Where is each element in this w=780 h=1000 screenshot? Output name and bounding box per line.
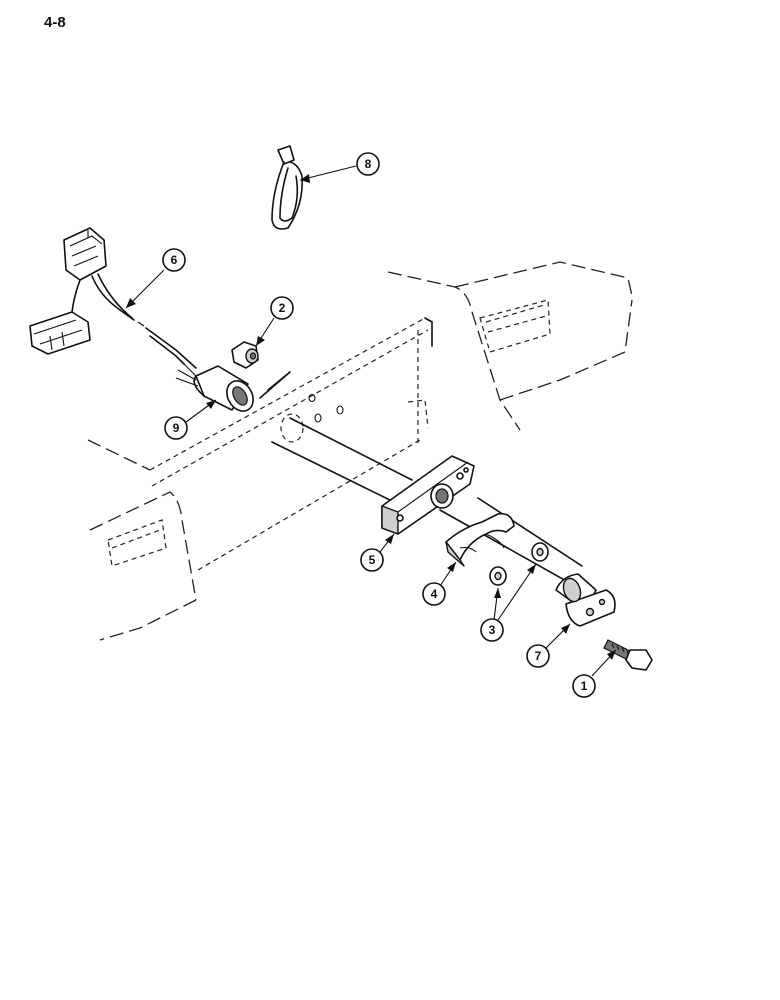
callout-3-label: 3 bbox=[489, 623, 496, 637]
nut bbox=[231, 341, 259, 369]
callout-2-circle bbox=[270, 296, 294, 320]
wiring-harness bbox=[29, 227, 197, 369]
callout-6-label: 6 bbox=[171, 253, 178, 267]
callout-7-circle bbox=[526, 644, 550, 668]
strap bbox=[271, 145, 304, 230]
assembly-axis-lines bbox=[259, 371, 601, 601]
bolt bbox=[603, 639, 653, 671]
callout-4-label: 4 bbox=[431, 587, 438, 601]
page-number: 4-8 bbox=[44, 14, 66, 31]
washers bbox=[489, 542, 549, 586]
connector-sleeve bbox=[175, 361, 254, 412]
clamp bbox=[445, 512, 515, 567]
callout-8-label: 8 bbox=[365, 157, 372, 171]
callouts: 8 6 2 9 5 4 3 7 bbox=[125, 152, 617, 698]
callout-5-label: 5 bbox=[369, 553, 376, 567]
callout-6-circle bbox=[162, 248, 186, 272]
callout-2-label: 2 bbox=[279, 301, 286, 315]
callout-8-circle bbox=[356, 152, 380, 176]
sensor-body bbox=[555, 573, 616, 627]
mounting-plate bbox=[381, 455, 475, 535]
callout-9-circle bbox=[164, 416, 188, 440]
callout-3-circle bbox=[480, 618, 504, 642]
callout-9-label: 9 bbox=[173, 421, 180, 435]
callout-5-circle bbox=[360, 548, 384, 572]
callout-1-circle bbox=[572, 674, 596, 698]
frame-outline bbox=[87, 261, 633, 641]
callout-7-label: 7 bbox=[535, 649, 542, 663]
callout-1-label: 1 bbox=[581, 679, 588, 693]
callout-4-circle bbox=[422, 582, 446, 606]
